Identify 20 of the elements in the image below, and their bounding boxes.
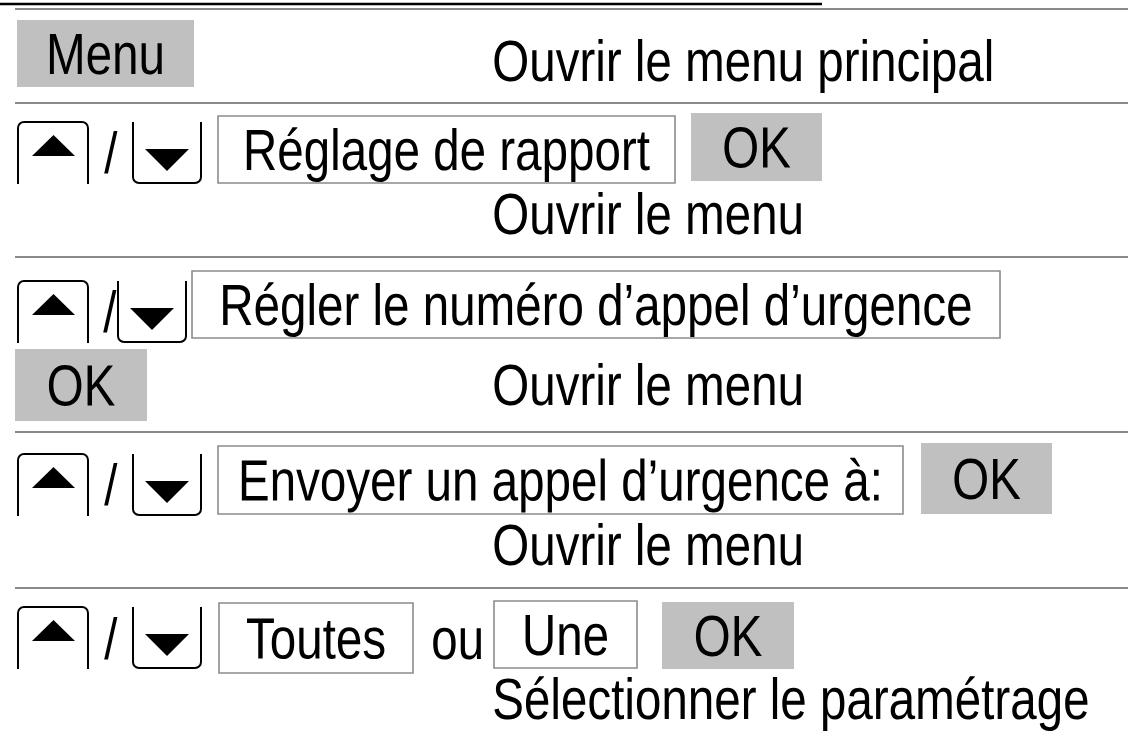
key-button: OK [691,113,822,181]
instruction-text: Ouvrir le menu [494,192,801,235]
or-text: ou [433,627,481,660]
menu-item-box: Toutes [218,602,414,674]
key-button: OK [921,443,1052,514]
key-button: OK [15,349,147,421]
instruction-text: Ouvrir le menu principal [494,38,992,94]
menu-item-box: Envoyer un appel d’urgence à: [217,445,904,515]
key-button: OK [662,602,794,669]
key-button: Menu [17,20,194,87]
slash-text: / [104,463,118,506]
instruction-text: Ouvrir le menu [494,363,801,406]
menu-item-box: Une [493,600,638,669]
slash-text: / [104,617,118,660]
slash-text: / [104,130,118,174]
menu-item-box: Réglage de rapport [217,115,676,184]
instruction-text: Ouvrir le menu [494,523,801,566]
slash-text: / [103,290,117,333]
menu-item-box: Régler le numéro d’appel d’urgence [191,270,1001,339]
instruction-text: Sélectionner le paramétrage [494,676,1088,732]
